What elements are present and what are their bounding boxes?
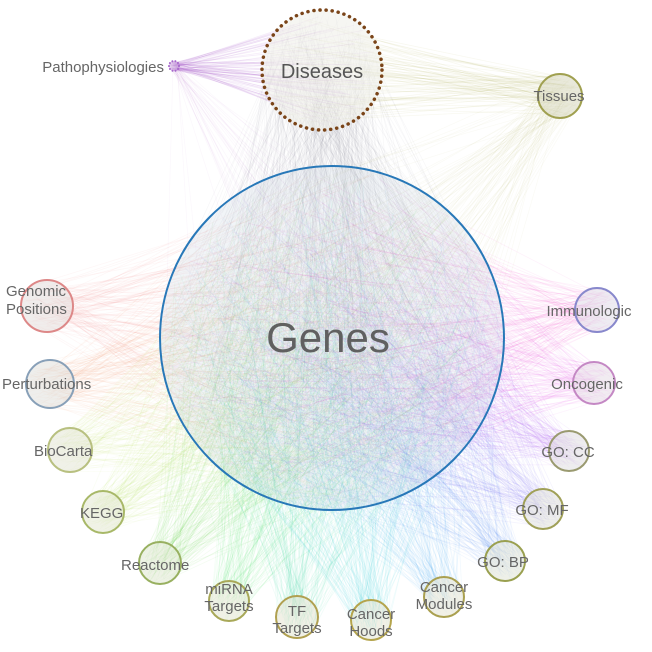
node-diseases[interactable] <box>260 8 384 132</box>
node-biocarta[interactable] <box>47 427 93 473</box>
edge-bundle-tissues-genes <box>174 75 581 505</box>
node-mirna_targets[interactable] <box>208 580 250 622</box>
label-pathophysiologies: Pathophysiologies <box>42 59 164 76</box>
label-go_mf: GO: MF <box>515 502 568 519</box>
label-go_cc: GO: CC <box>541 444 595 461</box>
node-tf_targets[interactable] <box>275 595 319 639</box>
edge-bundle-reactome-genes <box>139 184 499 584</box>
edge-bundles <box>22 11 619 640</box>
node-genes[interactable] <box>159 165 505 511</box>
node-oncogenic[interactable] <box>572 361 616 405</box>
label-perturbations: Perturbations <box>2 376 91 393</box>
node-tissues[interactable] <box>537 73 583 119</box>
label-oncogenic: Oncogenic <box>551 376 623 393</box>
edge-bundle-go_bp-genes <box>166 183 525 580</box>
node-perturbations[interactable] <box>25 359 75 409</box>
edge-bundle-oncogenic-genes <box>174 183 615 506</box>
edge-bundle-immunologic-genes <box>164 175 619 504</box>
node-go_bp[interactable] <box>484 540 526 582</box>
label-diseases: Diseases <box>281 61 363 83</box>
node-genomic_positions[interactable] <box>20 279 74 333</box>
node-kegg[interactable] <box>81 490 125 534</box>
label-kegg: KEGG <box>80 505 123 522</box>
label-biocarta: BioCarta <box>34 443 93 460</box>
node-cancer_modules[interactable] <box>423 576 465 618</box>
edge-bundle-go_cc-genes <box>165 177 588 501</box>
node-circles <box>20 8 620 641</box>
node-cancer_hoods[interactable] <box>350 599 392 641</box>
node-immunologic[interactable] <box>574 287 620 333</box>
edge-bundle-mirna_targets-genes <box>173 176 490 621</box>
node-labels: Genes Diseases PathophysiologiesTissuesGen… <box>2 59 632 640</box>
label-immunologic: Immunologic <box>546 303 632 320</box>
label-genes: Genes <box>266 314 390 361</box>
node-pathophysiologies[interactable] <box>168 60 180 72</box>
label-go_bp: GO: BP <box>477 554 529 571</box>
edge-bundle-kegg-genes <box>82 173 492 531</box>
label-tissues: Tissues <box>533 88 584 105</box>
edge-bundle-tf_targets-genes <box>171 207 499 638</box>
edge-bundle-cancer_hoods-genes <box>166 180 501 640</box>
edge-bundle-cancer_modules-genes <box>173 183 500 616</box>
edge-bundle-pathophysiologies-genes <box>164 61 494 498</box>
edge-bundle-go_mf-genes <box>168 172 563 529</box>
edge-bundle-biocarta-genes <box>50 171 489 503</box>
label-reactome: Reactome <box>121 557 189 574</box>
node-go_cc[interactable] <box>548 430 590 472</box>
edge-bundle-perturbations-genes <box>26 176 487 503</box>
edge-bundle-genomic_positions-genes <box>22 174 489 505</box>
node-reactome[interactable] <box>138 541 182 585</box>
node-go_mf[interactable] <box>522 488 564 530</box>
